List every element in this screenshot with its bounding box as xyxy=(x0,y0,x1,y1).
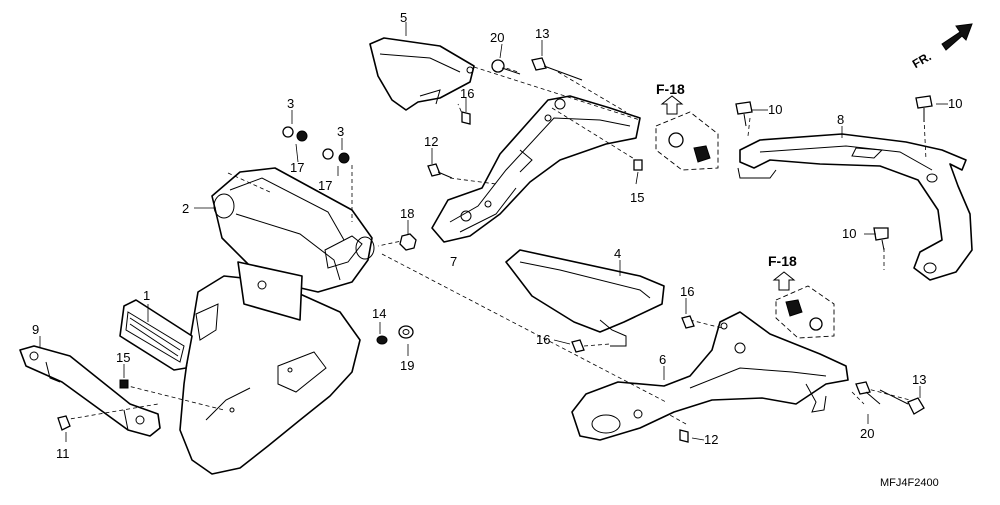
callout-2: 2 xyxy=(182,201,189,216)
callout-3: 3 xyxy=(337,124,344,139)
callout-5: 5 xyxy=(400,10,407,25)
callout-11: 11 xyxy=(56,446,70,461)
callout-16: 16 xyxy=(460,86,474,101)
callout-16: 16 xyxy=(536,332,550,347)
license-bracket xyxy=(19,345,161,437)
callout-18: 18 xyxy=(400,206,414,221)
front-direction-arrow: FR. xyxy=(910,23,973,71)
callout-19: 19 xyxy=(400,358,414,373)
callout-16: 16 xyxy=(680,284,694,299)
callout-17: 17 xyxy=(290,160,304,175)
callout-12: 12 xyxy=(704,432,718,447)
mounting-bracket-7 xyxy=(431,95,641,243)
f18-lower-ref xyxy=(772,271,835,339)
callout-17: 17 xyxy=(318,178,332,193)
drawing-code: MFJ4F2400 xyxy=(880,477,939,489)
callout-10: 10 xyxy=(768,102,782,117)
f18-upper-ref xyxy=(655,95,719,171)
assembly-lines xyxy=(63,65,927,425)
rear-fender-upper xyxy=(211,167,375,293)
side-cover-4 xyxy=(505,249,665,347)
rear-fender-lower xyxy=(179,261,361,475)
callout-3: 3 xyxy=(287,96,294,111)
callout-14: 14 xyxy=(372,306,386,321)
callout-13: 13 xyxy=(912,372,926,387)
callout-15: 15 xyxy=(116,350,130,365)
callout-9: 9 xyxy=(32,322,39,337)
callout-7: 7 xyxy=(450,254,457,269)
callout-20: 20 xyxy=(490,30,504,45)
direction-label: FR. xyxy=(910,49,934,71)
callout-10: 10 xyxy=(842,226,856,241)
fasteners xyxy=(57,57,933,443)
callout-8: 8 xyxy=(837,112,844,127)
callout-12: 12 xyxy=(424,134,438,149)
frame-ref-lower: F-18 xyxy=(768,253,797,269)
callout-leaders xyxy=(39,22,948,442)
side-cover-5 xyxy=(369,37,475,111)
callout-1: 1 xyxy=(143,288,150,303)
callout-4: 4 xyxy=(614,246,621,261)
callout-labels: 1 2 3 3 4 5 6 7 8 9 10 10 10 11 12 12 13… xyxy=(32,10,962,461)
callout-10: 10 xyxy=(948,96,962,111)
callout-6: 6 xyxy=(659,352,666,367)
pillion-bracket-6 xyxy=(571,311,849,441)
callout-20: 20 xyxy=(860,426,874,441)
callout-15: 15 xyxy=(630,190,644,205)
seat-cowl-8 xyxy=(737,133,973,281)
frame-ref-upper: F-18 xyxy=(656,81,685,97)
callout-13: 13 xyxy=(535,26,549,41)
reflector xyxy=(119,299,193,371)
